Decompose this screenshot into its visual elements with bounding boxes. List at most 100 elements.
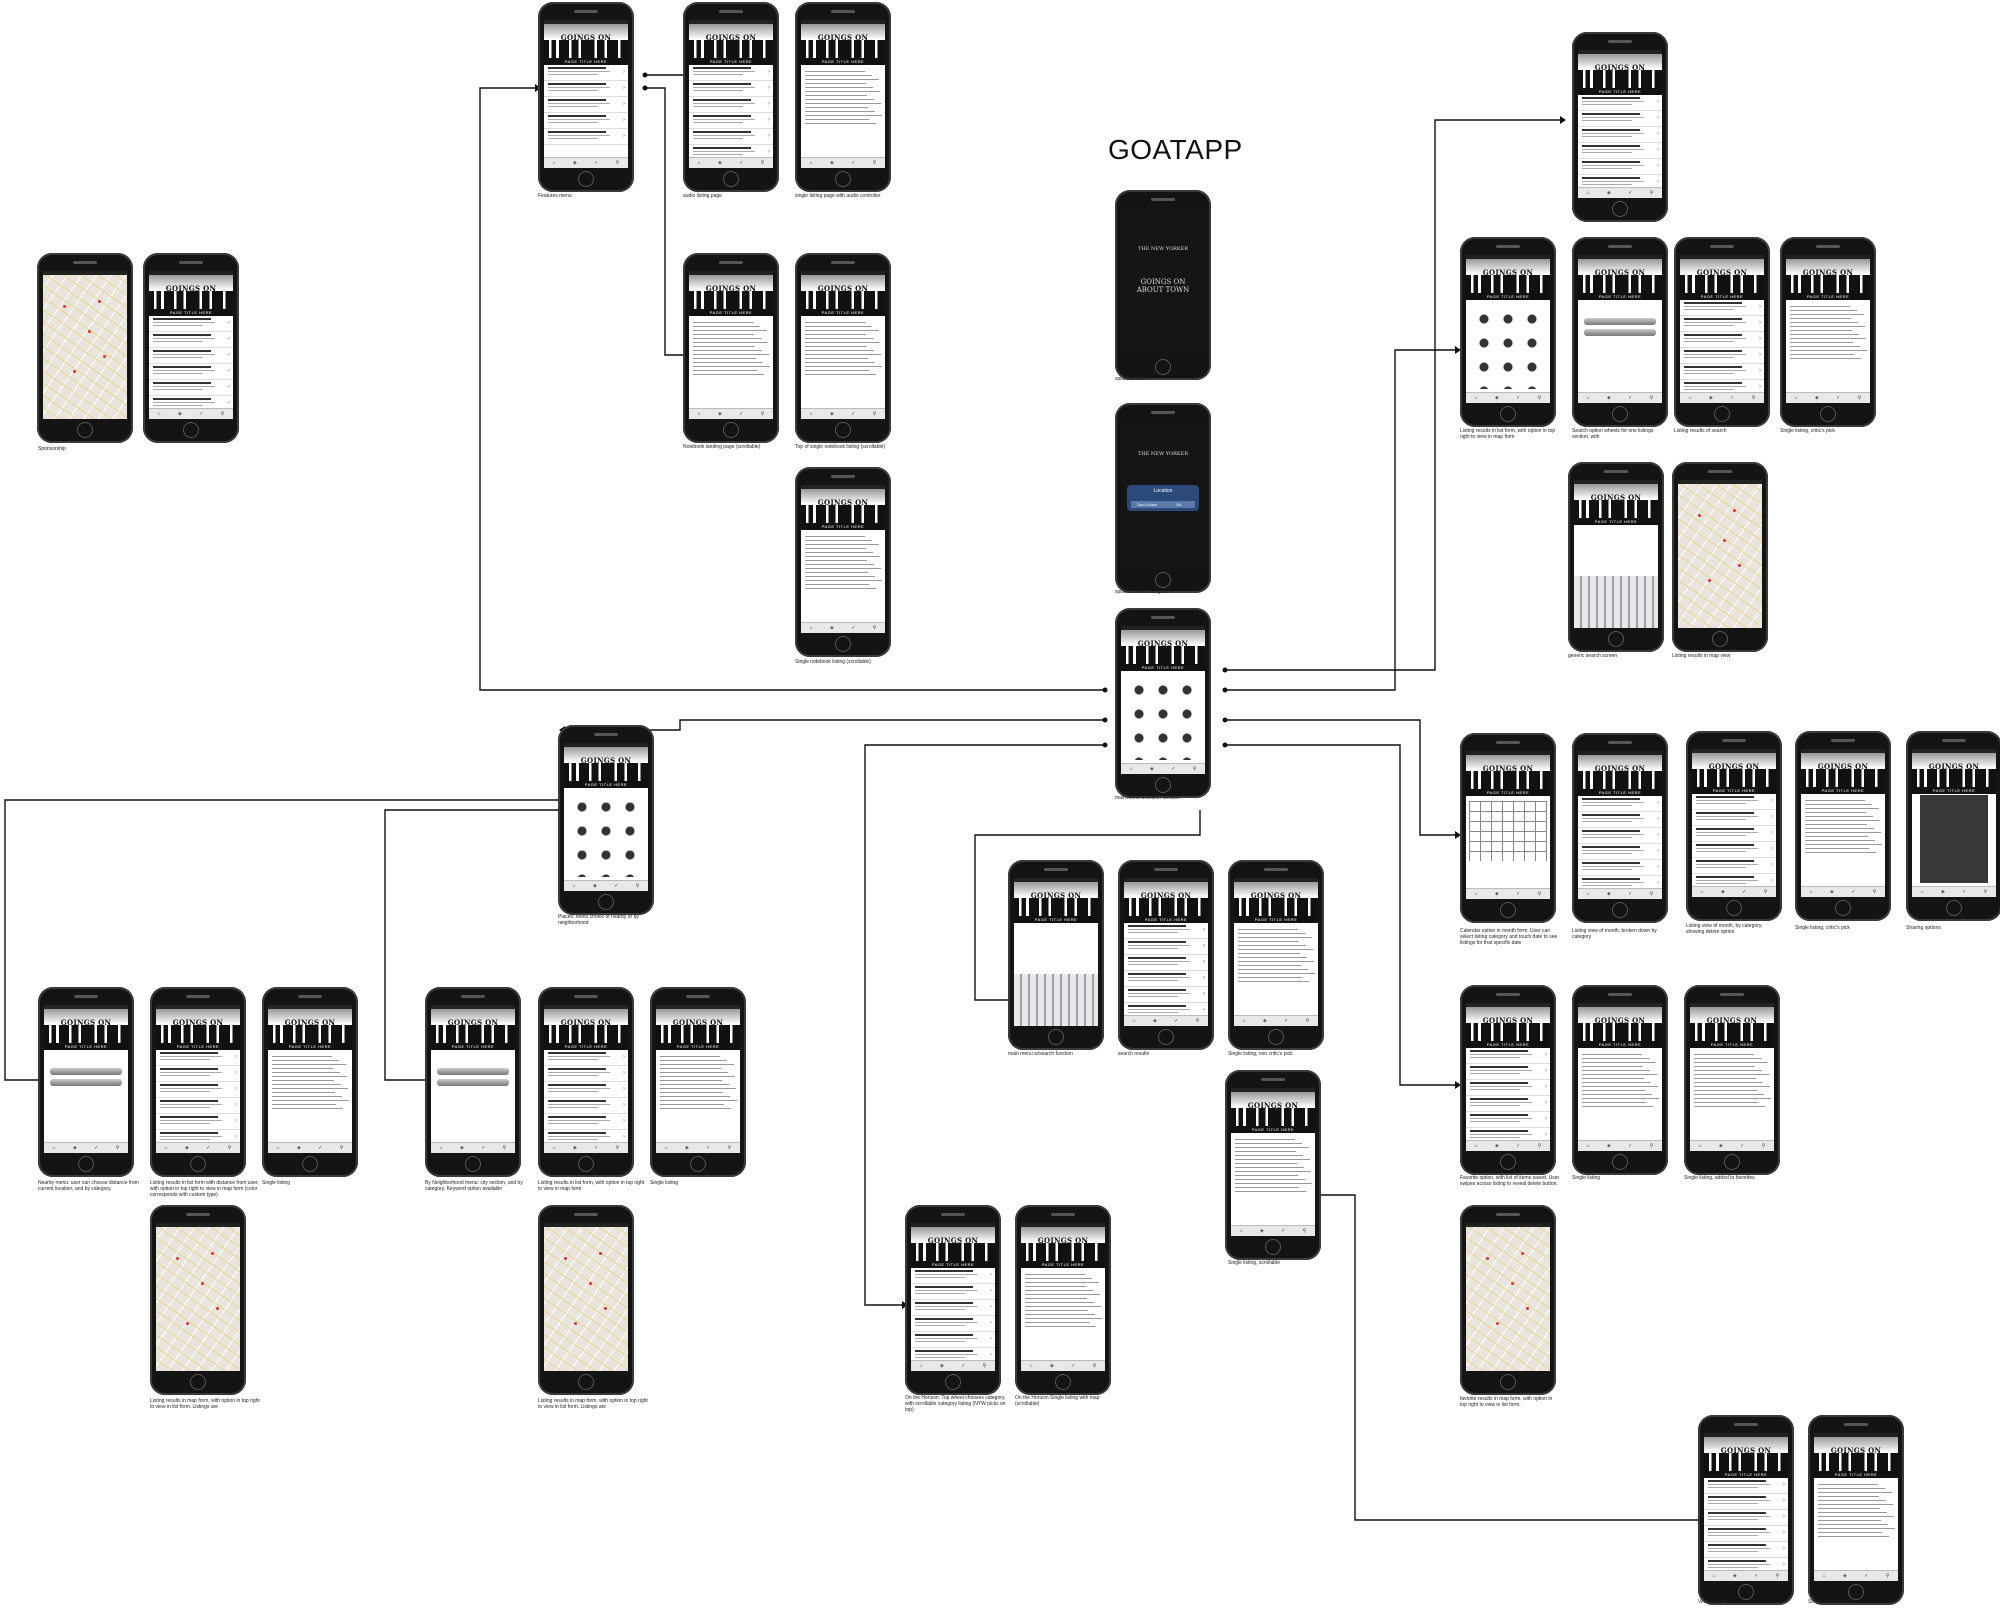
favorites-icon[interactable]: ✓	[1628, 891, 1633, 897]
home-icon[interactable]: ⌂	[1688, 395, 1692, 401]
home-icon[interactable]: ⌂	[1239, 1228, 1243, 1234]
home-icon[interactable]: ⌂	[1132, 1018, 1136, 1024]
list-item[interactable]: ›	[1680, 316, 1764, 332]
home-button[interactable]	[578, 1156, 594, 1172]
home-button[interactable]	[1500, 902, 1516, 918]
favorites-icon[interactable]: ✓	[851, 411, 856, 417]
search-icon[interactable]: ⚲	[1649, 190, 1654, 196]
list-item[interactable]: ›	[1680, 332, 1764, 348]
home-button[interactable]	[1848, 1584, 1864, 1600]
list-item[interactable]: ›	[544, 129, 628, 145]
home-icon[interactable]: ⌂	[157, 411, 161, 417]
list-item[interactable]: ›	[1124, 971, 1208, 987]
list-item[interactable]: ›	[689, 97, 773, 113]
home-button[interactable]	[1738, 1584, 1754, 1600]
places-icon[interactable]: ◈	[592, 883, 597, 889]
places-icon[interactable]: ◈	[684, 1145, 689, 1151]
list-item[interactable]: ›	[1124, 955, 1208, 971]
search-icon[interactable]: ⚲	[760, 411, 765, 417]
sample-button[interactable]	[437, 1068, 509, 1075]
home-button[interactable]	[1048, 1029, 1064, 1045]
home-button[interactable]	[690, 1156, 706, 1172]
places-icon[interactable]: ◈	[1842, 1573, 1847, 1579]
tab-bar[interactable]: ⌂◈✓⚲	[1234, 1015, 1318, 1026]
places-icon[interactable]: ◈	[1606, 1143, 1611, 1149]
list-item[interactable]: ›	[1466, 1048, 1550, 1064]
tab-bar[interactable]: ⌂◈✓⚲	[1801, 886, 1885, 897]
home-button[interactable]	[578, 1374, 594, 1390]
places-icon[interactable]: ◈	[1708, 395, 1713, 401]
home-button[interactable]	[1268, 1029, 1284, 1045]
tab-bar[interactable]: ⌂◈✓⚲	[1578, 888, 1662, 899]
favorites-icon[interactable]: ✓	[318, 1145, 323, 1151]
list-item[interactable]: ›	[911, 1284, 995, 1300]
search-icon[interactable]: ⚲	[502, 1145, 507, 1151]
places-icon[interactable]: ◈	[717, 411, 722, 417]
search-icon[interactable]: ⚲	[115, 1145, 120, 1151]
list-item[interactable]: ›	[1466, 1112, 1550, 1128]
home-icon[interactable]: ⌂	[1586, 395, 1590, 401]
home-button[interactable]	[1055, 1374, 1071, 1390]
list-item[interactable]: ›	[149, 332, 233, 348]
list-item[interactable]: ›	[689, 65, 773, 81]
home-button[interactable]	[598, 894, 614, 910]
list-item[interactable]: ›	[149, 364, 233, 380]
favorites-icon[interactable]: ✓	[706, 1145, 711, 1151]
home-icon[interactable]: ⌂	[1809, 889, 1813, 895]
favorites-icon[interactable]: ✓	[1962, 889, 1967, 895]
list-item[interactable]: ›	[544, 65, 628, 81]
favorites-icon[interactable]: ✓	[1284, 1018, 1289, 1024]
tab-bar[interactable]: ⌂◈✓⚲	[1578, 1140, 1662, 1151]
tab-bar[interactable]: ⌂◈✓⚲	[1231, 1225, 1315, 1236]
list-item[interactable]: ›	[156, 1114, 240, 1130]
tab-bar[interactable]: ⌂◈✓⚲	[1124, 1015, 1208, 1026]
search-icon[interactable]: ⚲	[1885, 1573, 1890, 1579]
search-icon[interactable]: ⚲	[1649, 395, 1654, 401]
search-icon[interactable]: ⚲	[1649, 1143, 1654, 1149]
search-icon[interactable]: ⚲	[727, 1145, 732, 1151]
search-icon[interactable]: ⚲	[220, 411, 225, 417]
list-item[interactable]: ›	[1124, 987, 1208, 1003]
list-item[interactable]: ›	[149, 348, 233, 364]
favorites-icon[interactable]: ✓	[594, 1145, 599, 1151]
list-item[interactable]: ›	[544, 1050, 628, 1066]
home-icon[interactable]: ⌂	[164, 1145, 168, 1151]
list-item[interactable]: ›	[544, 1066, 628, 1082]
search-icon[interactable]: ⚲	[615, 1145, 620, 1151]
list-item[interactable]: ›	[1578, 159, 1662, 175]
home-button[interactable]	[835, 171, 851, 187]
places-icon[interactable]: ◈	[829, 625, 834, 631]
places-icon[interactable]: ◈	[459, 1145, 464, 1151]
tab-bar[interactable]: ⌂◈✓⚲	[544, 157, 628, 168]
home-icon[interactable]: ⌂	[1822, 1573, 1826, 1579]
home-icon[interactable]: ⌂	[809, 411, 813, 417]
tab-bar[interactable]: ⌂ ◈ ✓ ⚲	[656, 1142, 740, 1153]
map-view[interactable]	[1678, 484, 1762, 628]
tab-bar[interactable]: ⌂ ◈ ✓ ⚲	[1814, 1570, 1898, 1581]
keyboard[interactable]	[1014, 974, 1098, 1026]
home-icon[interactable]: ⌂	[1474, 1143, 1478, 1149]
home-icon[interactable]: ⌂	[1242, 1018, 1246, 1024]
favorites-icon[interactable]: ✓	[1864, 1573, 1869, 1579]
home-icon[interactable]: ⌂	[697, 160, 701, 166]
tab-bar[interactable]: ⌂◈✓⚲	[911, 1360, 995, 1371]
search-icon[interactable]: ⚲	[872, 160, 877, 166]
list-item[interactable]: ›	[1578, 796, 1662, 812]
favorites-icon[interactable]: ✓	[1836, 395, 1841, 401]
search-icon[interactable]: ⚲	[635, 883, 640, 889]
list-item[interactable]: ›	[1124, 923, 1208, 939]
list-item[interactable]: ›	[156, 1066, 240, 1082]
places-icon[interactable]: ◈	[939, 1363, 944, 1369]
favorites-icon[interactable]: ✓	[1516, 1143, 1521, 1149]
places-icon[interactable]: ◈	[1829, 889, 1834, 895]
home-button[interactable]	[78, 1156, 94, 1172]
tab-bar[interactable]: ⌂◈✓⚲	[689, 408, 773, 419]
list-item[interactable]: ›	[1680, 364, 1764, 380]
home-button[interactable]	[1612, 1154, 1628, 1170]
home-button[interactable]	[77, 422, 93, 438]
home-icon[interactable]: ⌂	[664, 1145, 668, 1151]
tab-bar[interactable]: ⌂◈✓⚲	[1466, 888, 1550, 899]
places-icon[interactable]: ◈	[572, 160, 577, 166]
home-button[interactable]	[1158, 1029, 1174, 1045]
search-icon[interactable]: ⚲	[1751, 395, 1756, 401]
